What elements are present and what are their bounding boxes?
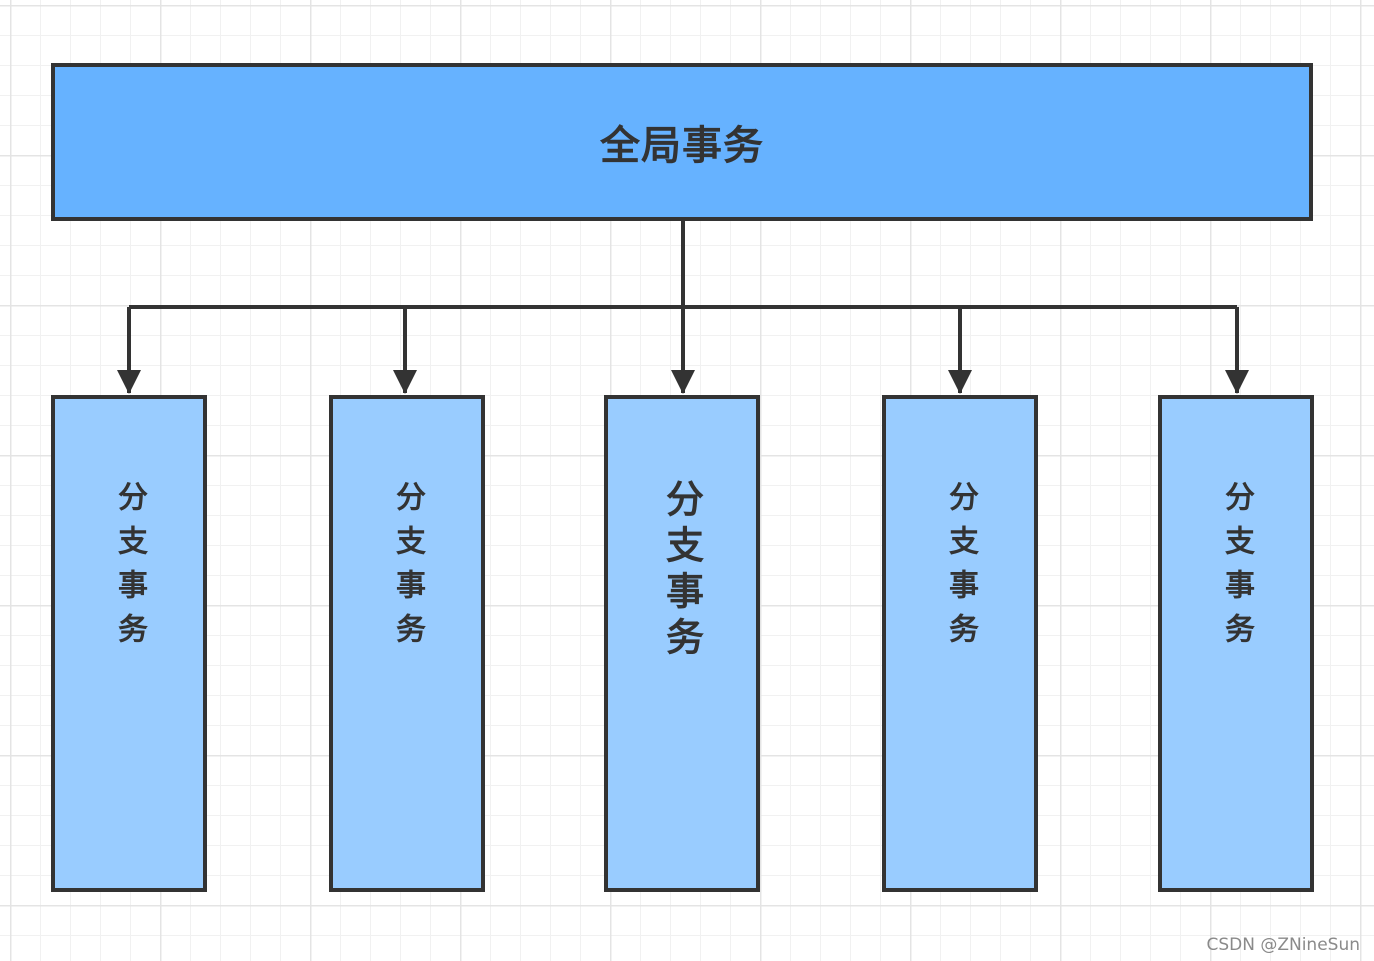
branch-transaction-label-1: 分支事务 xyxy=(112,480,147,657)
watermark: CSDN @ZNineSun xyxy=(1206,935,1360,955)
branch-transaction-label-5: 分支事务 xyxy=(1219,480,1254,657)
global-transaction-node: 全局事务 xyxy=(51,63,1313,221)
branch-transaction-label-4: 分支事务 xyxy=(943,480,978,657)
branch-transaction-label-2: 分支事务 xyxy=(390,480,425,657)
branch-transaction-node-5: 分支事务 xyxy=(1158,395,1314,892)
branch-transaction-node-2: 分支事务 xyxy=(329,395,485,892)
branch-transaction-node-4: 分支事务 xyxy=(882,395,1038,892)
branch-transaction-label-3: 分支事务 xyxy=(659,479,704,663)
global-transaction-label: 全局事务 xyxy=(600,123,764,169)
branch-transaction-node-3: 分支事务 xyxy=(604,395,760,892)
branch-transaction-node-1: 分支事务 xyxy=(51,395,207,892)
